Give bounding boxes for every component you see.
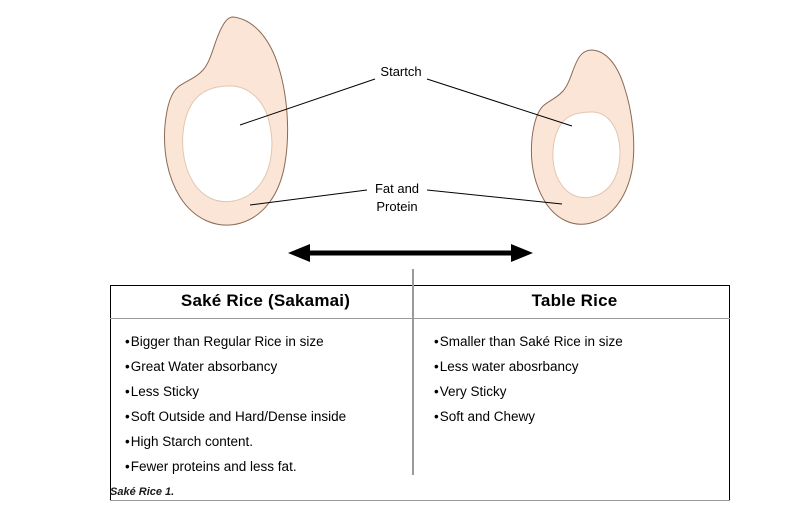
arrowhead-left — [288, 244, 310, 262]
table-header-row: Saké Rice (Sakamai) Table Rice — [110, 285, 730, 319]
column-header-table-rice: Table Rice — [420, 285, 730, 319]
list-item-label: Soft and Chewy — [439, 409, 536, 424]
rice-comparison-table: Saké Rice (Sakamai) Table Rice •Bigger t… — [110, 285, 730, 501]
list-item: •Fewer proteins and less fat. — [125, 454, 414, 479]
figure-caption: Saké Rice 1. — [110, 486, 175, 498]
list-item: •Very Sticky — [434, 379, 723, 404]
list-item-label: High Starch content. — [130, 434, 254, 449]
arrowhead-right — [511, 244, 533, 262]
table-column-divider — [412, 269, 414, 475]
cell-table-rice-attributes: •Smaller than Saké Rice in size •Less wa… — [420, 318, 730, 501]
list-item-label: Very Sticky — [439, 384, 507, 399]
table-rice-bullet-list: •Smaller than Saké Rice in size •Less wa… — [420, 329, 729, 429]
bullet-icon: • — [125, 359, 130, 374]
list-item: •Soft Outside and Hard/Dense inside — [125, 404, 414, 429]
starch-leader-line-right — [426, 78, 573, 127]
table-body-row: •Bigger than Regular Rice in size •Great… — [110, 318, 730, 501]
bullet-icon: • — [434, 384, 439, 399]
bullet-icon: • — [125, 384, 130, 399]
bullet-icon: • — [125, 434, 130, 449]
starch-leader-line-left — [239, 78, 376, 126]
sake-rice-bullet-list: •Bigger than Regular Rice in size •Great… — [111, 329, 420, 479]
bullet-icon: • — [434, 409, 439, 424]
bullet-icon: • — [125, 459, 130, 474]
list-item: •High Starch content. — [125, 429, 414, 454]
list-item: •Less water abosrbancy — [434, 354, 723, 379]
bullet-icon: • — [434, 359, 439, 374]
size-comparison-arrow — [288, 244, 533, 262]
starch-label: Startch — [380, 64, 421, 79]
fat-protein-label-line1: Fat and — [375, 181, 419, 196]
list-item: •Great Water absorbancy — [125, 354, 414, 379]
list-item-label: Smaller than Saké Rice in size — [439, 334, 623, 349]
rice-grain-diagram: Startch Fat and Protein — [164, 16, 635, 262]
list-item-label: Soft Outside and Hard/Dense inside — [130, 409, 347, 424]
bullet-icon: • — [125, 409, 130, 424]
sake-rice-grain — [164, 16, 289, 226]
table-rice-grain — [530, 49, 635, 225]
list-item-label: Fewer proteins and less fat. — [130, 459, 297, 474]
sake-grain-starch-core — [182, 85, 273, 203]
list-item-label: Less Sticky — [130, 384, 200, 399]
list-item: •Less Sticky — [125, 379, 414, 404]
list-item: •Smaller than Saké Rice in size — [434, 329, 723, 354]
column-header-sake-rice: Saké Rice (Sakamai) — [110, 285, 420, 319]
list-item: •Soft and Chewy — [434, 404, 723, 429]
bullet-icon: • — [434, 334, 439, 349]
fat-protein-leader-line-left — [249, 189, 368, 206]
list-item: •Bigger than Regular Rice in size — [125, 329, 414, 354]
fat-protein-label-line2: Protein — [376, 199, 417, 214]
fat-protein-leader-line-right — [426, 189, 563, 205]
cell-sake-rice-attributes: •Bigger than Regular Rice in size •Great… — [110, 318, 420, 501]
list-item-label: Bigger than Regular Rice in size — [130, 334, 324, 349]
bullet-icon: • — [125, 334, 130, 349]
list-item-label: Great Water absorbancy — [130, 359, 278, 374]
table-grain-starch-core — [552, 111, 621, 199]
list-item-label: Less water abosrbancy — [439, 359, 579, 374]
